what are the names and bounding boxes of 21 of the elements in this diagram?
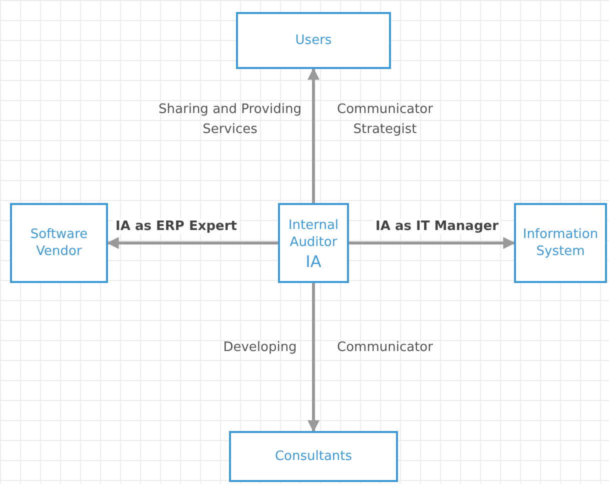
entity-box [10,203,108,283]
node-title: Consultants [274,448,352,465]
node-subtitle: IA [306,252,322,270]
arrow [308,68,320,203]
node-title: Internal Auditor [287,216,340,250]
arrow [349,237,516,249]
relation-note: Sharing and Providing Services [158,101,302,139]
arrow [106,237,278,249]
relation-note: Communicator [336,339,434,357]
node-title: Information System [522,226,600,260]
entity-box [229,431,398,482]
relation-note: Developing [222,339,298,357]
node-title: Users [295,32,332,49]
entity-box [514,203,607,283]
entity-box [278,203,349,283]
edge-label: IA as IT Manager [374,219,500,234]
node-title: Software Vendor [29,226,89,260]
edge-label: IA as ERP Expert [114,219,239,234]
arrow [308,283,320,432]
entity-box [236,12,391,69]
relation-note: Communicator Strategist [336,101,434,139]
